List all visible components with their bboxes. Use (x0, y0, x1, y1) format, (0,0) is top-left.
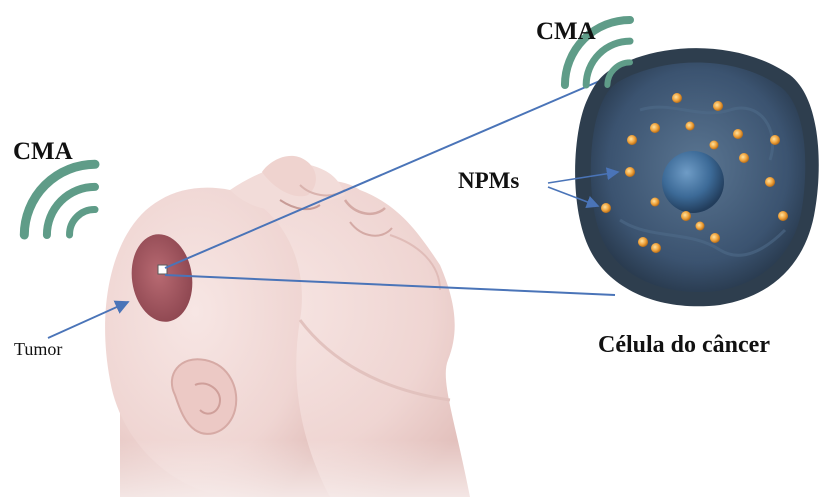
nanoparticle (739, 153, 749, 163)
nanoparticle (686, 122, 695, 131)
npms-label: NPMs (458, 168, 519, 194)
nanoparticle (672, 93, 682, 103)
cancer-cell (575, 48, 819, 306)
nanoparticle (601, 203, 611, 213)
nanoparticle (696, 222, 705, 231)
nanoparticle (713, 101, 723, 111)
cell-nucleus (662, 151, 724, 213)
nanoparticle (765, 177, 775, 187)
nanoparticle (733, 129, 743, 139)
nanoparticle (710, 141, 719, 150)
nanoparticle (638, 237, 648, 247)
nanoparticle (770, 135, 780, 145)
tumor-label: Tumor (14, 339, 62, 360)
head-illustration (100, 156, 500, 497)
nanoparticle (651, 198, 660, 207)
nanoparticle (681, 211, 691, 221)
nanoparticle (627, 135, 637, 145)
nanoparticle (650, 123, 660, 133)
cancer-cell-label: Célula do câncer (598, 332, 770, 359)
nanoparticle (710, 233, 720, 243)
cma-label-right: CMA (536, 18, 596, 46)
cma-label-left: CMA (13, 138, 73, 166)
tumor-focus-marker (158, 265, 167, 274)
nanoparticle (625, 167, 635, 177)
nanoparticle (651, 243, 661, 253)
nanoparticle (778, 211, 788, 221)
